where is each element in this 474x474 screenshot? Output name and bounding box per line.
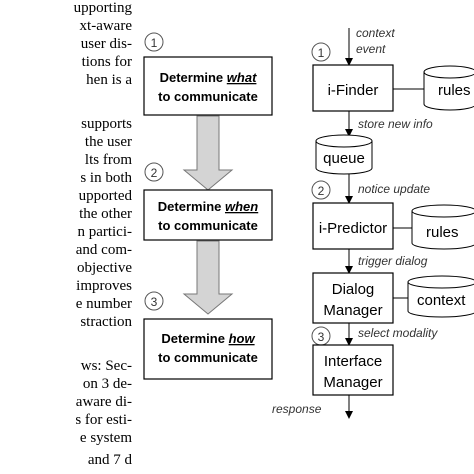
text-line: s in both [80,170,132,186]
text-line: straction [80,314,132,330]
text-line: the other [79,206,132,222]
flow-arrow [182,115,234,191]
text-line: user dis- [80,36,132,52]
data-store-top [407,275,474,289]
step-number-badge [144,32,164,52]
component-number: 3 [318,330,325,344]
text-line: and com- [75,242,132,258]
text-line: hen is a [86,72,132,88]
flow-label: store new info [358,117,433,131]
flow-arrow [182,240,234,315]
flow-label: notice update [358,182,430,196]
step-box-how [143,318,273,380]
text-line: s for esti- [75,412,132,428]
component-box-i-predictor [312,202,394,250]
text-line: on 3 de- [82,376,132,392]
data-store-context [407,282,474,318]
step-title: Determine how [161,331,255,346]
step-box-what [143,56,273,116]
step-subtitle: to communicate [158,89,258,104]
step-title: Determine when [158,199,258,214]
data-store-rules [423,72,474,111]
component-number-badge [311,180,331,200]
input-label: event [356,42,386,56]
step-number: 1 [151,36,158,50]
text-line: lts from [84,152,132,168]
page-body-text: upporting xt-aware user dis- tions for h… [0,0,140,474]
step-subtitle: to communicate [158,350,258,365]
text-line: e number [75,296,132,312]
step-number: 3 [151,295,158,309]
component-label: Interface [324,353,382,370]
data-store-rules [411,211,474,250]
text-line: ws: Sec- [80,358,132,374]
component-box-dialog-manager [312,272,394,324]
flow-label: select modality [358,326,438,340]
text-line: upported [78,188,132,204]
text-line: supports [81,116,132,132]
data-store-queue [315,141,373,175]
step-number: 2 [151,166,158,180]
step-number-badge [144,162,164,182]
component-box-i-finder [312,64,394,112]
data-store-top [315,134,373,148]
step-title: Determine what [160,70,257,85]
component-label: Dialog [332,281,375,298]
flow-label: trigger dialog [358,254,428,268]
component-number: 2 [318,184,325,198]
input-label: context [356,26,395,40]
component-number-badge [311,42,331,62]
store-label: rules [426,224,459,241]
output-label: response [272,402,322,416]
data-store-top [411,204,474,218]
step-subtitle: to communicate [158,218,258,233]
text-line: and 7 d [87,452,132,468]
component-label: Manager [323,374,382,391]
step-box-when [143,189,273,241]
store-label: rules [438,82,471,99]
text-line: e system [79,430,132,446]
text-line: objective [77,260,132,276]
text-line: improves [76,278,132,294]
component-label: Manager [323,302,382,319]
text-line: aware di- [75,394,132,410]
text-line: the user [84,134,132,150]
text-line: upporting [73,0,132,16]
component-label: i-Predictor [319,220,387,237]
text-line: tions for [81,54,132,70]
component-number: 1 [318,46,325,60]
text-line: n partici- [77,224,132,240]
component-box-interface-manager [312,344,394,396]
store-label: queue [323,150,365,167]
store-label: context [417,292,466,309]
data-store-top [423,65,474,79]
text-line: xt-aware [79,18,132,34]
component-label: i-Finder [328,82,379,99]
step-number-badge [144,291,164,311]
